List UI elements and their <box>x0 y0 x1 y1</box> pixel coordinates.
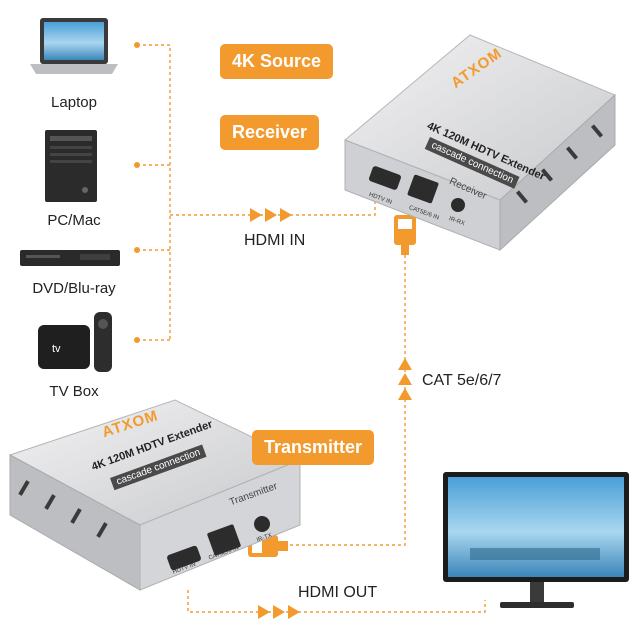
source-dots <box>134 42 140 343</box>
receiver-device <box>344 34 616 252</box>
hdmi-in-label: HDMI IN <box>244 232 306 249</box>
source-badge: 4K Source <box>220 44 334 79</box>
hdmi-out-label: HDMI OUT <box>298 584 378 601</box>
svg-text:tv: tv <box>52 343 61 355</box>
rj45-plug-icon <box>394 215 416 255</box>
transmitter-badge: Transmitter <box>252 430 375 465</box>
source-label-pc: PC/Mac <box>47 212 101 229</box>
cat-arrows <box>398 358 412 400</box>
laptop-icon <box>30 18 118 74</box>
hdmi-out-arrows <box>258 605 300 619</box>
pc-tower-icon <box>45 130 97 202</box>
source-label-tvbox: TV Box <box>49 383 99 400</box>
source-label-laptop: Laptop <box>51 94 97 111</box>
receiver-badge: Receiver <box>220 115 320 150</box>
hdmi-in-arrows <box>250 208 292 222</box>
dvd-player-icon <box>20 250 120 266</box>
monitor-icon <box>443 472 629 608</box>
tv-box-icon: tv <box>38 312 112 372</box>
cat-cable-label: CAT 5e/6/7 <box>422 372 502 389</box>
source-label-dvd: DVD/Blu-ray <box>32 280 116 297</box>
source-bus-lines <box>137 44 486 613</box>
